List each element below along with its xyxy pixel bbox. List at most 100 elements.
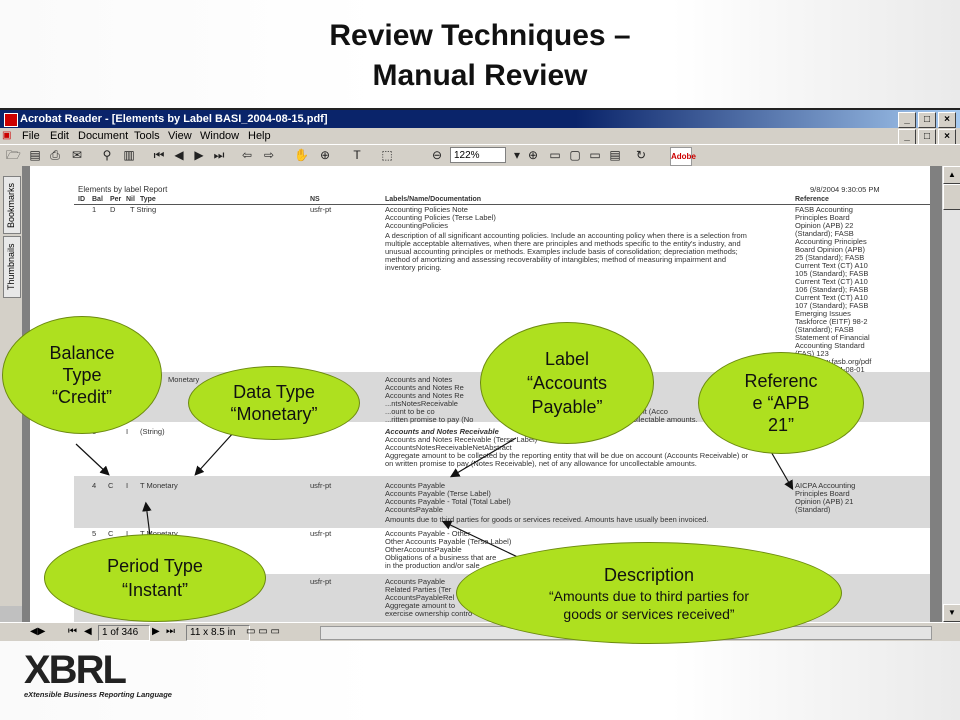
next-page-icon[interactable]: ▶ [194,148,204,162]
page-number-field[interactable]: 1 of 346 [98,625,150,641]
row1-line: A description of all significant account… [385,231,747,240]
actual-size-icon[interactable]: ▭ [549,148,561,162]
menu-view[interactable]: View [168,130,192,142]
row1-id: 1 [92,205,97,214]
callout-description: Description “Amounts due to third partie… [456,542,842,644]
row1-ns: usfr-pt [310,205,332,214]
maximize-button[interactable]: □ [918,112,936,128]
row6-line: Aggregate amount to [385,601,456,610]
minimize-button[interactable]: _ [898,112,916,128]
row4-line: Amounts due to third parties for goods o… [385,515,709,524]
zoom-tool-icon[interactable]: ⊕ [319,148,331,162]
menu-file[interactable]: File [22,130,40,142]
xbrl-logo: XBRL eXtensible Business Reporting Langu… [24,648,174,704]
scroll-up-icon[interactable]: ▲ [943,166,960,184]
row6-ns: usfr-pt [310,577,332,586]
row2-line: Accounts and Notes Re [385,383,464,392]
callout-reference: Referenc e “APB 21” [698,352,864,454]
rotate-icon[interactable]: ↻ [635,148,647,162]
row1-reference-line: (Standard); FASB [795,229,854,238]
first-page-button-icon[interactable]: ⏮ [68,626,77,637]
last-page-button-icon[interactable]: ⏭ [166,626,175,637]
vertical-scrollbar[interactable]: ▲ ▼ [942,166,960,622]
document-icon[interactable]: ▣ [2,130,12,141]
row6-line: Accounts Payable [385,577,446,586]
row1-line: Accounting Policies Note [385,205,468,214]
menu-window[interactable]: Window [200,130,240,142]
zoom-field[interactable]: 122% [450,147,506,163]
fit-width-icon[interactable]: ▭ [589,148,601,162]
go-forward-icon[interactable]: ⇨ [263,148,275,162]
page-size-field: 11 x 8.5 in [186,625,250,641]
zoom-out-icon[interactable]: ⊖ [431,148,443,162]
menu-edit[interactable]: Edit [50,130,69,142]
row1-reference-line: Current Text (CT) A10 [795,277,868,286]
callout-datatype-line: Data Type [233,382,315,402]
row2-type: Monetary [168,375,200,384]
hand-tool-icon[interactable]: ✋ [294,148,309,162]
zoom-in-icon[interactable]: ⊕ [527,148,539,162]
row3-line: on written promise to pay (Notes Receiva… [385,459,697,468]
header-per: Per [110,196,122,203]
row1-reference-line: Emerging Issues [795,309,851,318]
status-bar: ◀▶ ⏮ ◀ 1 of 346 ▶ ⏭ 11 x 8.5 in ▭ ▭ ▭ [0,622,960,641]
row1-reference-line: (FAS) 123 [795,349,829,358]
row4-ns: usfr-pt [310,481,332,490]
zoom-dropdown-icon[interactable]: ▾ [513,148,521,162]
graphics-select-icon[interactable]: ⬚ [381,148,393,162]
menu-document[interactable]: Document [78,130,129,142]
adobe-logo-icon[interactable]: Adobe [670,147,696,166]
callout-balance-type: Balance Type “Credit” [2,316,162,434]
slide-title: Review Techniques – Manual Review [0,16,960,96]
page-nav-toggle-icon[interactable]: ◀▶ [30,626,46,637]
row1-reference-line: Board Opinion (APB) [795,245,866,254]
toolbar: 🗁 ▤ ⎙ ✉ ⚲ ▥ ⏮ ◀ ▶ ⏭ ⇦ ⇨ ✋ ⊕ T ⬚ ⊖ 122% ▾… [0,144,960,168]
callout-description-line: goods or services received” [563,606,735,622]
window-title: Acrobat Reader - [Elements by Label BASI… [20,113,328,125]
doc-restore-button[interactable]: □ [918,129,936,145]
row1-reference-line: FASB Accounting [795,205,853,214]
reflow-icon[interactable]: ▤ [609,148,621,162]
text-select-icon[interactable]: T [353,148,361,162]
acrobat-app-icon[interactable] [4,113,18,127]
prev-page-button-icon[interactable]: ◀ [84,626,92,637]
go-back-icon[interactable]: ⇦ [241,148,253,162]
scroll-thumb[interactable] [943,184,960,210]
save-icon[interactable]: ▤ [29,148,41,162]
window-titlebar[interactable]: Acrobat Reader - [Elements by Label BASI… [0,110,960,128]
show-hide-navigation-icon[interactable]: ▥ [123,148,135,162]
open-icon[interactable]: 🗁 [6,148,21,162]
row1-reference-line: Accounting Principles [795,237,867,246]
fit-page-icon[interactable]: ▢ [569,148,581,162]
row5-line: Accounts Payable - Other [385,529,471,538]
scroll-down-icon[interactable]: ▼ [943,604,960,622]
page-layout-icon[interactable]: ▭ ▭ ▭ [246,626,280,637]
menu-help[interactable]: Help [248,130,271,142]
first-page-icon[interactable]: ⏮ [153,148,165,162]
last-page-icon[interactable]: ⏭ [213,148,225,162]
find-icon[interactable]: ⚲ [102,148,112,162]
menu-tools[interactable]: Tools [134,130,160,142]
callout-period-line: “Instant” [121,580,188,600]
callout-label-line: “Accounts [526,373,608,393]
report-date: 9/8/2004 9:30:05 PM [810,185,880,194]
row4-type: T Monetary [140,481,178,490]
row4-line: AccountsPayable [385,505,443,514]
row1-reference-line: Statement of Financial [795,333,870,342]
header-id: ID [78,196,85,203]
row3-per: I [126,427,129,436]
tab-bookmarks[interactable]: Bookmarks [3,176,21,234]
doc-close-button[interactable]: × [938,129,956,145]
row2-line: ...ntsNotesReceivable [385,399,458,408]
next-page-button-icon[interactable]: ▶ [152,626,160,637]
doc-minimize-button[interactable]: _ [898,129,916,145]
row1-reference-line: 25 (Standard); FASB [795,253,865,262]
previous-page-icon[interactable]: ◀ [174,148,184,162]
callout-datatype-line: “Monetary” [230,404,318,424]
email-icon[interactable]: ✉ [71,148,83,162]
close-button[interactable]: × [938,112,956,128]
tab-thumbnails[interactable]: Thumbnails [3,236,21,298]
print-icon[interactable]: ⎙ [50,148,60,162]
row6-line: AccountsPayableRel [385,593,455,602]
header-bal: Bal [92,196,103,203]
